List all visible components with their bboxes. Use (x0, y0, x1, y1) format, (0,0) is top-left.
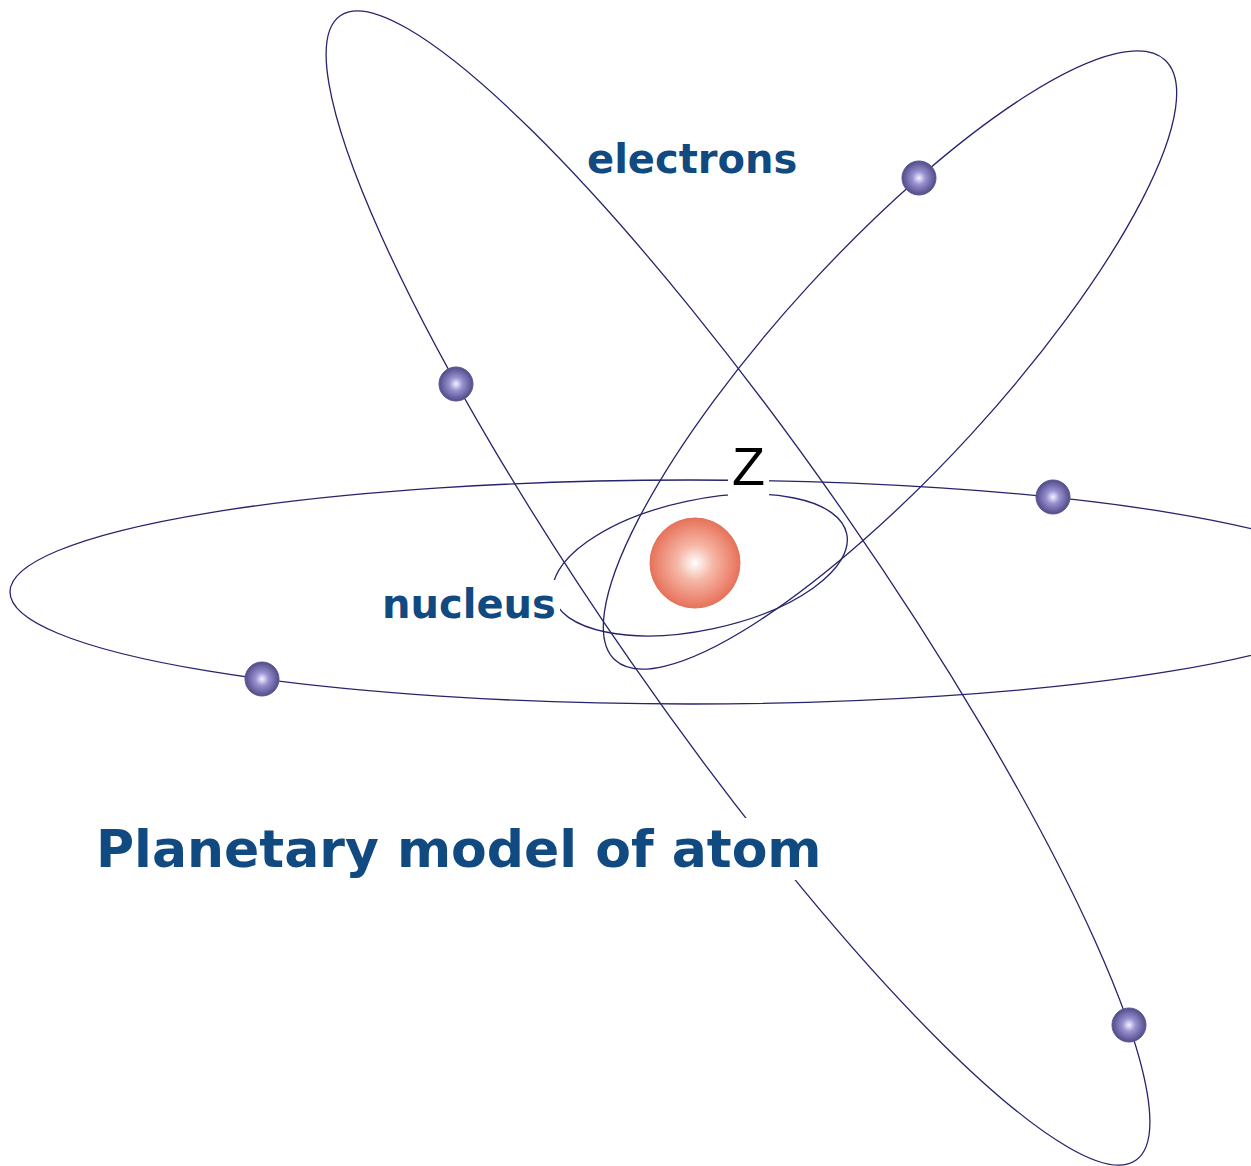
diagram-title: Planetary model of atom (92, 818, 826, 880)
electrons-label: electrons (583, 135, 801, 183)
nucleus-label: nucleus (378, 580, 560, 628)
orbit (540, 470, 860, 660)
orbit (233, 0, 1242, 1166)
electron-sphere (245, 662, 279, 696)
electron-sphere (1036, 480, 1070, 514)
orbit (10, 480, 1251, 704)
orbit (534, 0, 1246, 734)
electron-sphere (902, 161, 936, 195)
nucleus-sphere (650, 518, 740, 608)
atomic-number-label: Z (728, 434, 769, 499)
electron-sphere (439, 367, 473, 401)
electron-sphere (1112, 1008, 1146, 1042)
